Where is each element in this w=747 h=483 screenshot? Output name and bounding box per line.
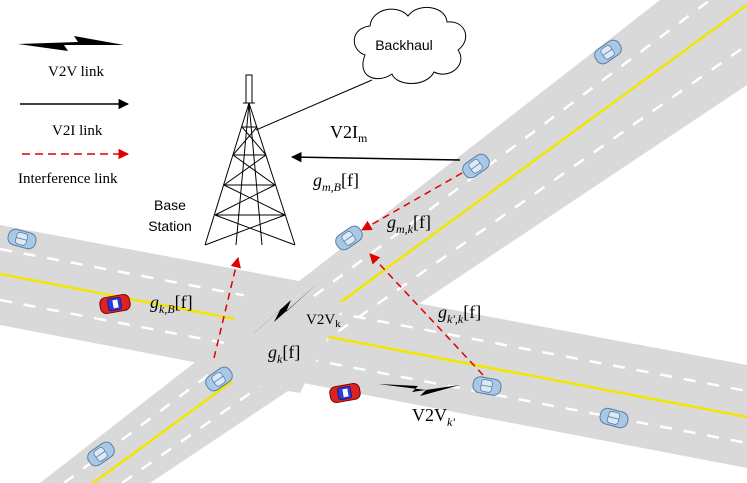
v2v-k-lightning-icon: [243, 283, 318, 343]
base-station-label-line1: Base: [154, 197, 186, 213]
legend-v2v-label: V2V link: [48, 64, 104, 80]
intersection: [210, 285, 345, 393]
base-station-tower: [204, 74, 296, 246]
v2v-kp-lightning-icon: [378, 384, 460, 396]
base-station-label-line2: Station: [148, 218, 192, 234]
g-k-label: gk[f]: [268, 342, 300, 366]
backhaul-label: Backhaul: [375, 37, 433, 53]
backhaul-cloud: Backhaul: [353, 7, 467, 84]
legend: V2V link V2I link Interference link: [18, 36, 130, 187]
legend-interference-label: Interference link: [18, 171, 118, 187]
g-m-B-label: gm,B[f]: [313, 170, 359, 194]
lane-marking: [63, 0, 711, 483]
backhaul-connection: [255, 79, 373, 131]
legend-v2i-label: V2I link: [52, 123, 103, 139]
interference-arrow-kp-k: [369, 253, 484, 376]
lane-marking: [0, 247, 747, 393]
v2v-lightning-icon: [18, 36, 124, 51]
g-kp-k-label: gk',k[f]: [438, 302, 481, 326]
interference-arrow-to-bs: [213, 256, 241, 359]
v2v-kp-label: V2Vk': [412, 405, 455, 429]
lane-marking: [121, 43, 747, 483]
v2v-k-label: V2Vk: [306, 312, 341, 330]
g-m-k-label: gm,k[f]: [387, 212, 431, 236]
g-k-B-label: gk,B[f]: [150, 292, 193, 316]
v2i-m-label: V2Im: [330, 122, 368, 145]
center-line: [92, 3, 747, 483]
v2i-link-arrow: [290, 151, 461, 163]
